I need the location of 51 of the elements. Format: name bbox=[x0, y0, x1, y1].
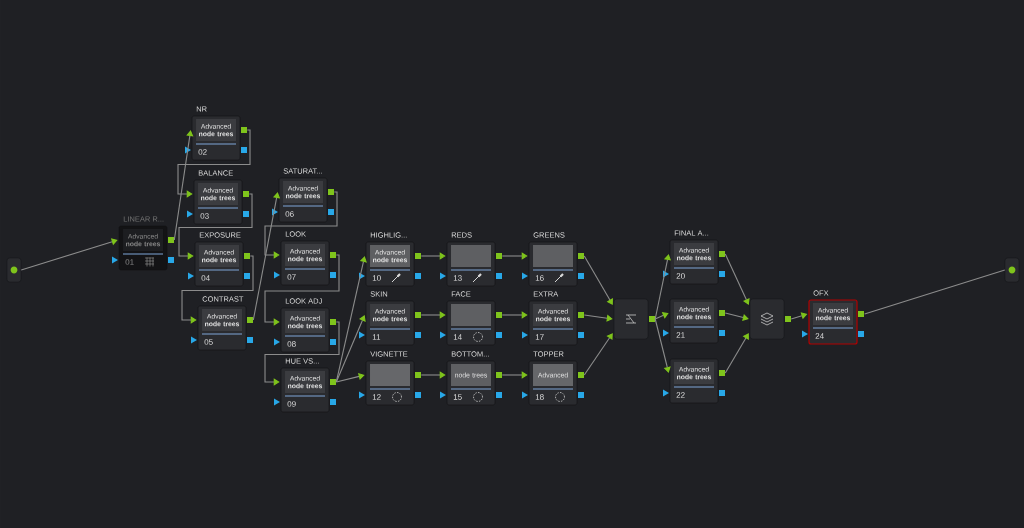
connection-line bbox=[724, 333, 749, 374]
connection-line bbox=[335, 256, 367, 383]
node-number: 22 bbox=[676, 392, 685, 398]
connection-line bbox=[501, 252, 528, 260]
node-number: 06 bbox=[285, 211, 294, 217]
node-number: 17 bbox=[535, 334, 544, 340]
node-number: 15 bbox=[453, 394, 462, 400]
node-number: 01 bbox=[125, 259, 134, 265]
node-number: 02 bbox=[198, 149, 207, 155]
connection-line bbox=[420, 311, 446, 319]
connection-line bbox=[583, 255, 613, 305]
input-output-node bbox=[6, 257, 22, 283]
node-number: 10 bbox=[372, 275, 381, 281]
connection-line bbox=[724, 253, 750, 305]
node-number: 04 bbox=[201, 275, 210, 281]
connection-line bbox=[264, 191, 338, 259]
node-number: 05 bbox=[204, 339, 213, 345]
node-number: 11 bbox=[372, 334, 381, 340]
connection-line bbox=[173, 130, 194, 241]
mixer-node bbox=[613, 298, 655, 340]
node-number: 03 bbox=[200, 213, 209, 219]
connection-line bbox=[335, 372, 365, 383]
connection-line bbox=[864, 269, 1006, 315]
connection-line bbox=[20, 238, 118, 271]
node-number: 16 bbox=[535, 275, 544, 281]
mixer-node bbox=[749, 298, 791, 340]
input-output-node bbox=[1004, 257, 1020, 283]
connection-line bbox=[420, 371, 446, 379]
node-number: 12 bbox=[372, 394, 381, 400]
connection-line bbox=[181, 255, 254, 324]
connection-line bbox=[178, 193, 253, 260]
connection-line bbox=[583, 333, 613, 376]
node-number: 13 bbox=[453, 275, 462, 281]
connection-line bbox=[264, 321, 340, 386]
connection-line bbox=[501, 371, 528, 379]
node-number: 18 bbox=[535, 394, 544, 400]
connection-line bbox=[501, 311, 528, 319]
connection-line bbox=[583, 314, 613, 322]
node-number: 09 bbox=[287, 401, 296, 407]
node-number: 21 bbox=[676, 332, 685, 338]
node-number: 24 bbox=[815, 333, 824, 339]
connection-line bbox=[177, 129, 251, 198]
connection-line bbox=[420, 252, 446, 260]
connection-line bbox=[654, 312, 669, 320]
node-number: 14 bbox=[453, 334, 462, 340]
node-number: 07 bbox=[287, 274, 296, 280]
connection-line bbox=[335, 315, 366, 383]
node-number: 20 bbox=[676, 273, 685, 279]
connection-line bbox=[654, 318, 671, 373]
connection-line bbox=[264, 254, 340, 326]
node-number: 08 bbox=[287, 341, 296, 347]
